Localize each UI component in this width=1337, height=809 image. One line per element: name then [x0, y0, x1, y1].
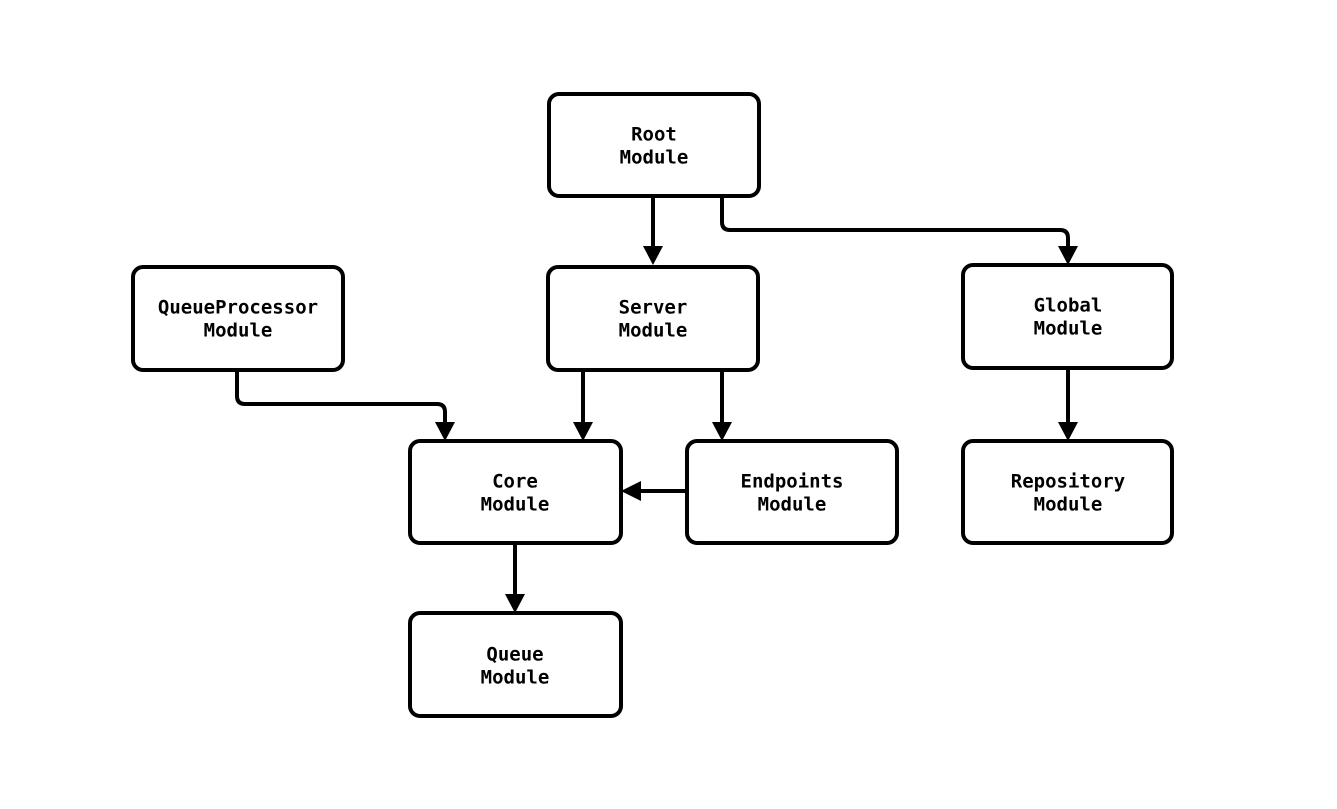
edge-queueprocessor-to-core-arrowhead	[435, 422, 455, 441]
node-global-module[interactable]: Global Module	[961, 263, 1174, 370]
node-endpoints-module-box[interactable]	[685, 439, 899, 545]
edge-server-to-core	[573, 370, 593, 441]
edge-endpoints-to-core-arrowhead	[621, 481, 641, 501]
node-server-module-box[interactable]	[546, 265, 760, 372]
edge-core-to-queue	[505, 543, 525, 613]
node-global-module-label-line2: Module	[1034, 318, 1103, 340]
node-endpoints-module[interactable]: Endpoints Module	[685, 439, 899, 545]
node-repository-module[interactable]: Repository Module	[961, 439, 1174, 545]
node-endpoints-module-label-line1: Endpoints	[741, 471, 844, 493]
edge-root-to-global-line	[720, 196, 1070, 246]
node-repository-module-label-line2: Module	[1034, 494, 1103, 516]
node-root-module-label-line2: Module	[620, 147, 689, 169]
node-server-module-label-line1: Server	[619, 297, 688, 319]
node-root-module-box[interactable]	[547, 92, 761, 198]
edge-queueprocessor-to-core	[235, 370, 455, 441]
node-root-module-label-line1: Root	[631, 124, 677, 146]
node-repository-module-label-line1: Repository	[1011, 471, 1125, 493]
edge-core-to-queue-arrowhead	[505, 594, 525, 613]
edge-global-to-repository	[1058, 368, 1078, 441]
node-queue-module-label-line2: Module	[481, 667, 550, 689]
node-root-module[interactable]: Root Module	[547, 92, 761, 198]
edge-global-to-repository-arrowhead	[1058, 422, 1078, 441]
node-core-module-box[interactable]	[408, 439, 623, 545]
edge-server-to-endpoints	[712, 370, 732, 441]
edge-root-to-server	[643, 196, 663, 265]
node-core-module-label-line2: Module	[481, 494, 550, 516]
edge-queueprocessor-to-core-line	[235, 370, 447, 422]
node-queueprocessor-module-box[interactable]	[131, 265, 345, 372]
node-server-module[interactable]: Server Module	[546, 265, 760, 372]
node-endpoints-module-label-line2: Module	[758, 494, 827, 516]
node-repository-module-box[interactable]	[961, 439, 1174, 545]
edge-server-to-core-arrowhead	[573, 422, 593, 441]
node-queueprocessor-module-label-line1: QueueProcessor	[158, 297, 318, 319]
edge-root-to-server-arrowhead	[643, 246, 663, 265]
edge-root-to-global-arrowhead	[1058, 246, 1078, 265]
edge-endpoints-to-core	[621, 481, 687, 501]
node-queueprocessor-module[interactable]: QueueProcessor Module	[131, 265, 345, 372]
node-core-module-label-line1: Core	[492, 471, 538, 493]
node-global-module-box[interactable]	[961, 263, 1174, 370]
node-core-module[interactable]: Core Module	[408, 439, 623, 545]
node-global-module-label-line1: Global	[1034, 295, 1103, 317]
node-queue-module-label-line1: Queue	[486, 644, 543, 666]
node-server-module-label-line2: Module	[619, 320, 688, 342]
edge-server-to-endpoints-arrowhead	[712, 422, 732, 441]
node-queue-module[interactable]: Queue Module	[408, 611, 623, 718]
edge-root-to-global	[720, 196, 1078, 265]
node-queueprocessor-module-label-line2: Module	[204, 320, 273, 342]
node-queue-module-box[interactable]	[408, 611, 623, 718]
